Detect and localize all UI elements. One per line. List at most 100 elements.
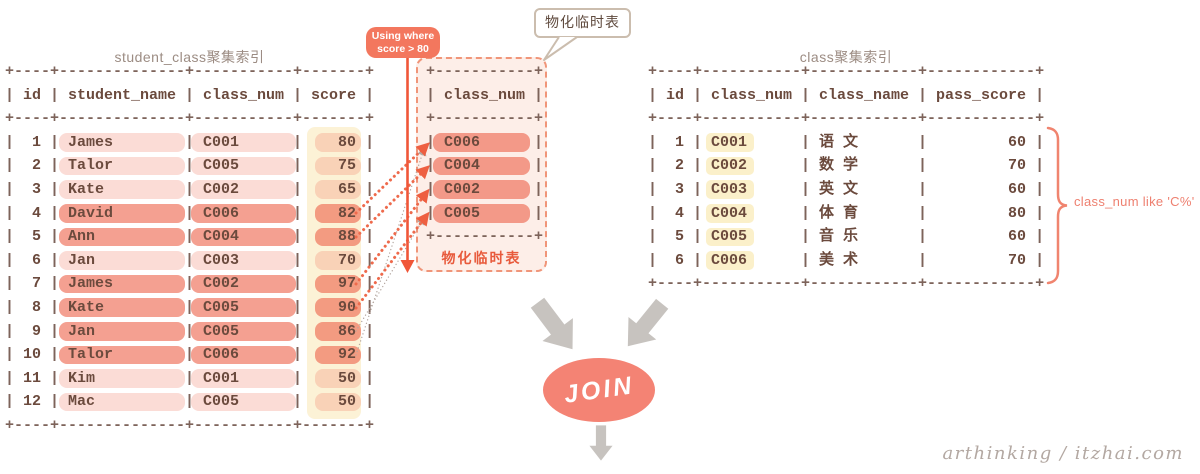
column-divider: | xyxy=(365,251,375,269)
table-row: |10|Talor|C006|92| xyxy=(5,343,374,367)
column-divider: | xyxy=(50,251,60,269)
highlight-pill xyxy=(706,133,755,152)
column-divider: | xyxy=(293,133,303,151)
column-divider: | xyxy=(693,204,703,222)
column-divider: | xyxy=(5,204,15,222)
column-divider: | xyxy=(365,322,375,340)
column-divider: | xyxy=(426,133,436,151)
header-row: |class_num| xyxy=(426,84,543,108)
table-row: |3|C003|英 文|60| xyxy=(648,178,1044,202)
column-divider: | xyxy=(50,322,60,340)
table-cell: 4 xyxy=(32,204,42,222)
table-row: |C002| xyxy=(426,178,543,202)
table-row: |4|C004|体 育|80| xyxy=(648,202,1044,226)
highlight-pill xyxy=(59,204,186,223)
column-divider: | xyxy=(365,369,375,387)
table-cell: 70 xyxy=(302,249,365,273)
table-cell: C001 xyxy=(191,367,297,391)
table-cell: class_num xyxy=(203,86,285,104)
table-row: |12|Mac|C005|50| xyxy=(5,390,374,414)
column-divider: | xyxy=(365,180,375,198)
table-cell: Jan xyxy=(59,249,186,273)
callout-text: 物化临时表 xyxy=(545,14,620,30)
column-divider: | xyxy=(648,133,658,151)
table-cell: 5 xyxy=(32,228,42,246)
column-divider: | xyxy=(5,369,15,387)
table-cell: 10 xyxy=(23,346,42,364)
highlight-pill xyxy=(59,251,186,270)
table-cell: 数 学 xyxy=(819,157,859,175)
table-cell: id xyxy=(666,86,685,104)
column-divider: | xyxy=(185,251,195,269)
highlight-pill xyxy=(315,298,362,318)
table-row: |5|Ann|C004|88| xyxy=(5,225,374,249)
column-divider: | xyxy=(50,86,60,104)
column-divider: | xyxy=(293,204,303,222)
table-row: |4|David|C006|82| xyxy=(5,202,374,226)
highlight-pill xyxy=(59,369,186,388)
table-row: |11|Kim|C001|50| xyxy=(5,367,374,391)
table-row: |2|Talor|C005|75| xyxy=(5,154,374,178)
column-divider: | xyxy=(801,251,811,269)
column-divider: | xyxy=(365,86,375,104)
table-row: |3|Kate|C002|65| xyxy=(5,178,374,202)
table-cell: 3 xyxy=(32,180,42,198)
callout-tail-icon xyxy=(543,36,578,61)
highlight-pill xyxy=(315,251,362,270)
highlight-pill xyxy=(191,204,297,223)
table-border: +-----------+ xyxy=(426,228,544,246)
column-divider: | xyxy=(5,346,15,364)
table-cell: Talor xyxy=(59,343,186,367)
column-divider: | xyxy=(293,228,303,246)
table-cell: score xyxy=(311,86,357,104)
column-divider: | xyxy=(801,133,811,151)
highlight-pill xyxy=(191,274,297,294)
table-cell: student_name xyxy=(68,86,177,104)
table-cell: 82 xyxy=(302,202,365,226)
table-row: |9|Jan|C005|86| xyxy=(5,320,374,344)
table-row: |C004| xyxy=(426,154,543,178)
column-divider: | xyxy=(693,133,703,151)
badge-line-1: Using where xyxy=(371,30,435,42)
table-cell: C004 xyxy=(191,225,297,249)
badge-line-2: score > 80 xyxy=(377,43,429,55)
using-where-badge: Using where score > 80 xyxy=(366,27,440,58)
column-divider: | xyxy=(648,251,658,269)
highlight-pill xyxy=(706,251,755,270)
join-node: JOIN xyxy=(543,358,655,422)
class-table-title: class聚集索引 xyxy=(799,49,893,65)
column-divider: | xyxy=(185,133,195,151)
column-divider: | xyxy=(365,346,375,364)
table-cell: C005 xyxy=(702,225,801,249)
highlight-pill xyxy=(706,156,755,176)
table-cell: James xyxy=(59,272,186,296)
table-cell: 50 xyxy=(302,390,365,414)
table-cell: C005 xyxy=(191,154,297,178)
table-cell: 2 xyxy=(32,157,42,175)
column-divider: | xyxy=(426,180,436,198)
highlight-pill xyxy=(191,251,297,270)
highlight-pill xyxy=(59,156,186,176)
column-divider: | xyxy=(1035,133,1045,151)
table-cell: C001 xyxy=(191,131,297,155)
highlight-pill xyxy=(59,392,186,412)
table-border: +----+-----------+------------+---------… xyxy=(648,275,1045,293)
column-divider: | xyxy=(50,228,60,246)
highlight-pill xyxy=(191,298,297,318)
column-divider: | xyxy=(801,157,811,175)
column-divider: | xyxy=(534,133,544,151)
table-cell: C002 xyxy=(433,178,534,202)
table-cell: 11 xyxy=(23,369,42,387)
table-cell: 6 xyxy=(32,251,42,269)
column-divider: | xyxy=(293,346,303,364)
column-divider: | xyxy=(185,393,195,411)
table-cell: Jan xyxy=(59,320,186,344)
column-divider: | xyxy=(50,346,60,364)
column-divider: | xyxy=(185,275,195,293)
column-divider: | xyxy=(50,204,60,222)
column-divider: | xyxy=(648,157,658,175)
column-divider: | xyxy=(293,251,303,269)
column-divider: | xyxy=(534,180,544,198)
table-cell: Talor xyxy=(59,154,186,178)
